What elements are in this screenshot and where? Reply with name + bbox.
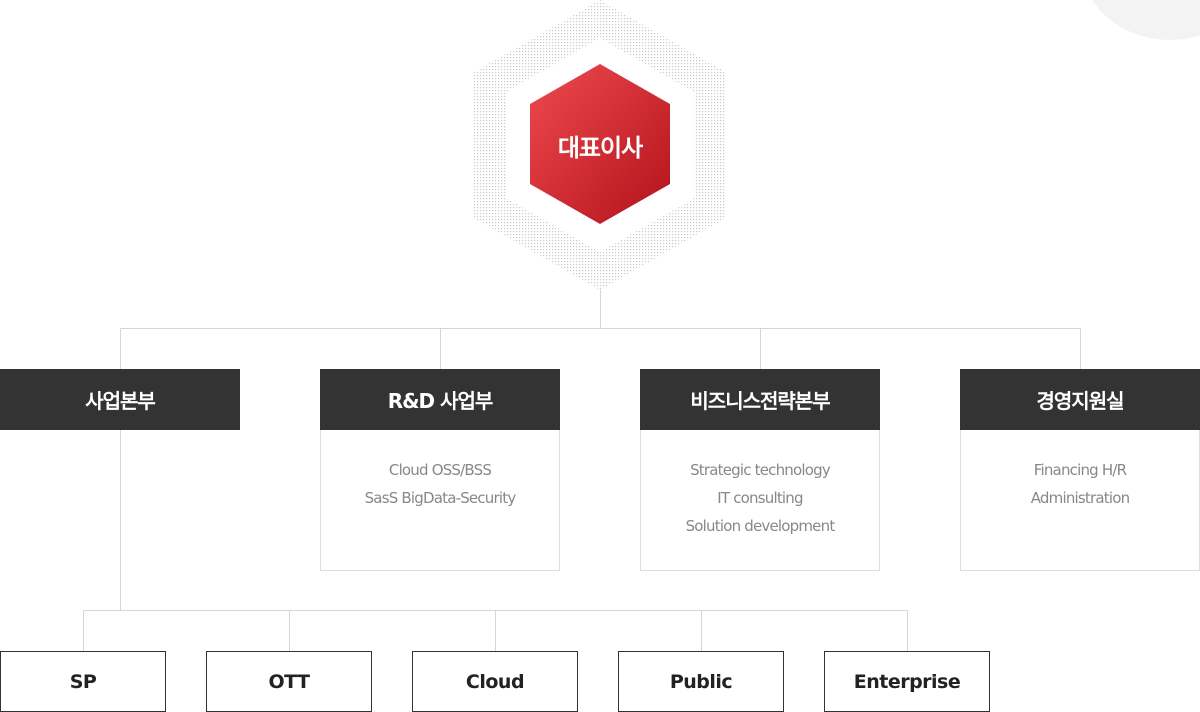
dept-item: Administration xyxy=(1030,489,1130,507)
ceo-title: 대표이사 xyxy=(557,134,643,162)
dept-item: SasS BigData-Security xyxy=(364,489,517,507)
unit-box-ott: OTT xyxy=(206,651,372,712)
dept-body-rnd: Cloud OSS/BSS SasS BigData-Security xyxy=(320,430,560,571)
dept-header-strategy: 비즈니스전략본부 xyxy=(640,369,880,430)
dept-item: IT consulting xyxy=(717,489,803,507)
unit-box-enterprise: Enterprise xyxy=(824,651,990,712)
dept-header-rnd: R&D 사업부 xyxy=(320,369,560,430)
ceo-node: 대표이사 xyxy=(474,0,726,290)
dept-item: Cloud OSS/BSS xyxy=(388,461,492,479)
dept-item: Financing H/R xyxy=(1033,461,1127,479)
unit-box-sp: SP xyxy=(0,651,166,712)
dept-item: Strategic technology xyxy=(690,461,831,479)
ceo-hexagon-graphic xyxy=(474,0,726,290)
dept-body-management: Financing H/R Administration xyxy=(960,430,1200,571)
dept-item: Solution development xyxy=(685,517,836,535)
dept-header-management: 경영지원실 xyxy=(960,369,1200,430)
dept-body-strategy: Strategic technology IT consulting Solut… xyxy=(640,430,880,571)
unit-box-public: Public xyxy=(618,651,784,712)
red-hexagon xyxy=(530,64,670,224)
dotted-hexagon-ring xyxy=(474,0,726,290)
dept-header-business: 사업본부 xyxy=(0,369,240,430)
unit-box-cloud: Cloud xyxy=(412,651,578,712)
